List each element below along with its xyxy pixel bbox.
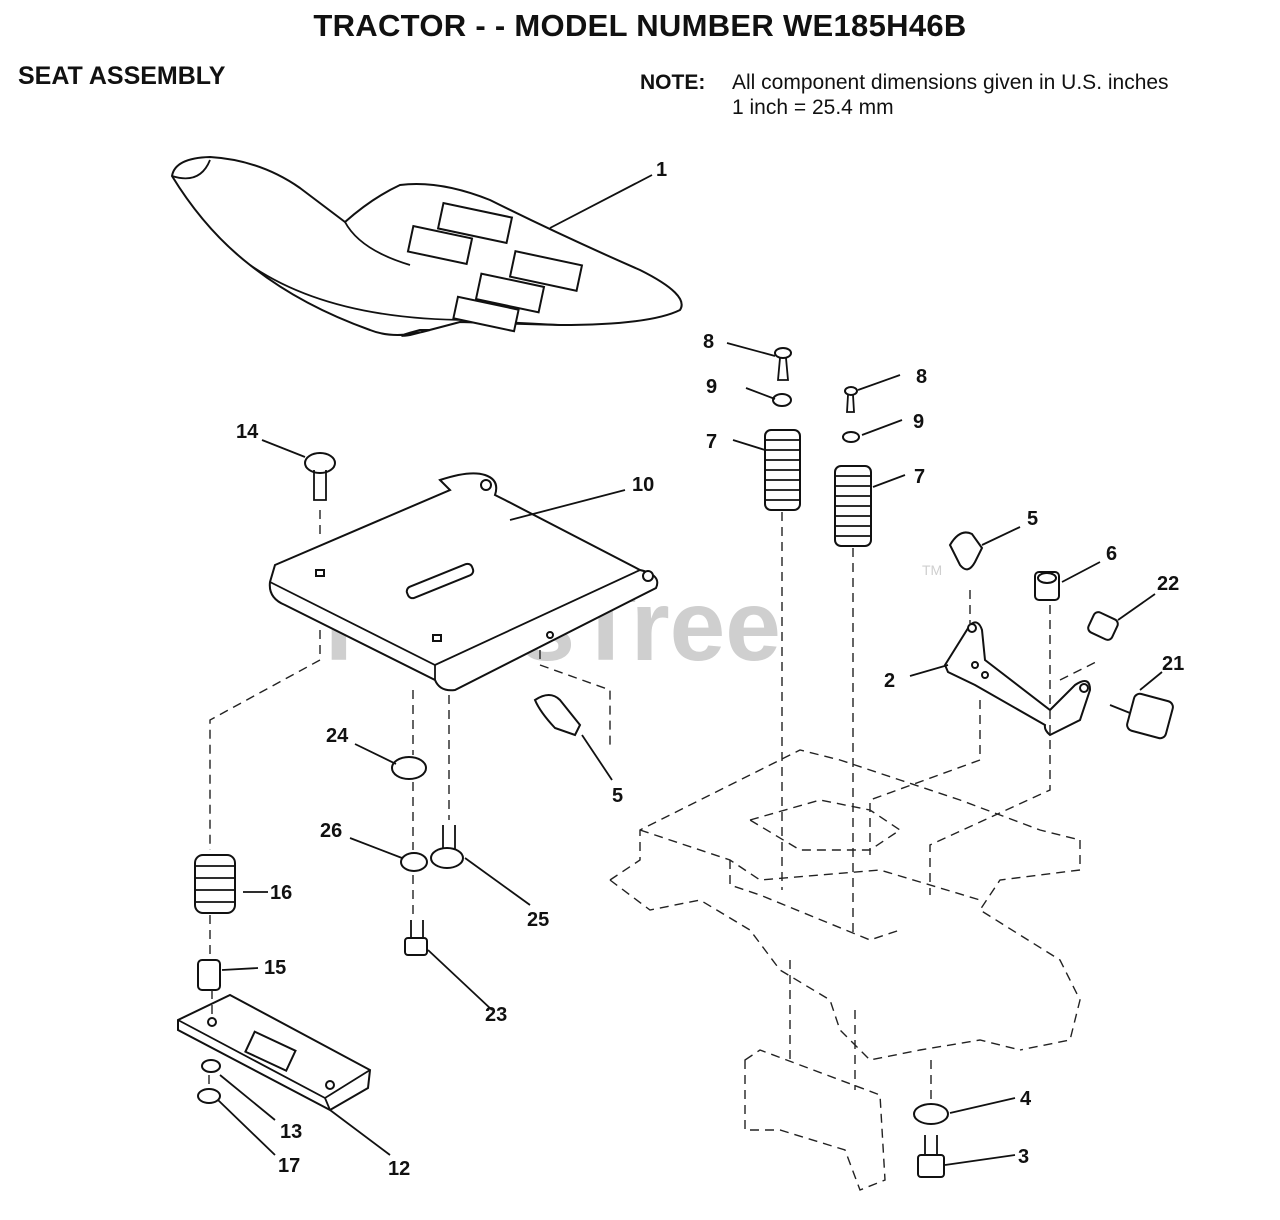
leader-lines <box>217 174 1163 1166</box>
spring-right-part <box>834 465 872 547</box>
callout-22: 22 <box>1157 573 1179 595</box>
callout-21: 21 <box>1162 653 1184 675</box>
callout-7-left: 7 <box>706 431 717 453</box>
washer-26-part <box>400 852 428 872</box>
section-title: SEAT ASSEMBLY <box>18 62 226 90</box>
callout-26: 26 <box>320 820 342 842</box>
callout-16: 16 <box>270 882 292 904</box>
callout-9-left: 9 <box>706 376 717 398</box>
plate-12-part <box>177 993 372 1112</box>
callout-labels: 1 10 14 8 9 7 8 9 7 5 6 22 21 2 5 24 26 … <box>236 159 1184 1180</box>
screw-23-part <box>404 920 428 956</box>
callout-10: 10 <box>632 474 654 496</box>
callout-13: 13 <box>280 1121 302 1143</box>
callout-5-left: 5 <box>612 785 623 807</box>
bolt-3-part <box>917 1135 945 1178</box>
screw-8-right-part <box>844 386 858 413</box>
note-line-2: 1 inch = 25.4 mm <box>732 96 894 119</box>
clip-5-right-part <box>948 531 984 571</box>
callout-3: 3 <box>1018 1146 1029 1168</box>
screw-25-part <box>430 825 464 869</box>
seat-part <box>170 155 683 337</box>
washer-24-part <box>391 756 427 780</box>
spacer-15-part <box>197 959 221 991</box>
nut-13-part <box>201 1059 221 1073</box>
callout-1: 1 <box>656 159 667 181</box>
bolt-21-part <box>1109 692 1174 740</box>
washer-4-part <box>913 1103 949 1125</box>
callout-9-right: 9 <box>913 411 924 433</box>
tractor-frame-outline <box>609 749 1081 1191</box>
callout-8-right: 8 <box>916 366 927 388</box>
callout-17: 17 <box>278 1155 300 1177</box>
clip-5-left-part <box>533 694 582 737</box>
callout-2: 2 <box>884 670 895 692</box>
spring-16-part <box>194 854 236 914</box>
callout-6: 6 <box>1106 543 1117 565</box>
watermark-tm: TM <box>922 562 942 578</box>
callout-23: 23 <box>485 1004 507 1026</box>
carriage-bolt-14-part <box>304 452 336 501</box>
callout-4: 4 <box>1020 1088 1032 1110</box>
washer-9-left-part <box>772 393 792 407</box>
page-title: TRACTOR - - MODEL NUMBER WE185H46B <box>313 8 967 43</box>
nut-6-part <box>1034 571 1060 601</box>
note-label: NOTE: <box>640 71 706 94</box>
callout-24: 24 <box>326 725 349 747</box>
screw-8-left-part <box>774 347 792 381</box>
callout-5-right: 5 <box>1027 508 1038 530</box>
callout-25: 25 <box>527 909 549 931</box>
alignment-lines <box>208 510 1101 1100</box>
callout-14: 14 <box>236 421 259 443</box>
callout-12: 12 <box>388 1158 410 1180</box>
note-line-1: All component dimensions given in U.S. i… <box>732 71 1169 94</box>
bracket-part <box>943 621 1092 737</box>
washer-9-right-part <box>842 431 860 443</box>
callout-8-left: 8 <box>703 331 714 353</box>
spring-left-part <box>764 429 801 511</box>
nut-17-part <box>197 1088 221 1104</box>
callout-15: 15 <box>264 957 286 979</box>
seat-pan-part <box>268 472 659 692</box>
nut-22-part <box>1087 611 1119 641</box>
callout-7-right: 7 <box>914 466 925 488</box>
